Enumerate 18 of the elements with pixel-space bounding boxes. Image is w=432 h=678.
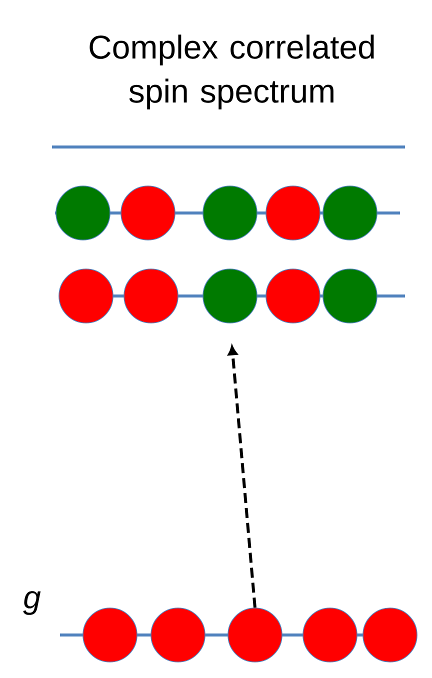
- spin-circle: [228, 608, 282, 662]
- spin-circle: [56, 186, 110, 240]
- spin-circle: [322, 186, 378, 240]
- spin-circle: [202, 268, 258, 324]
- spin-circle: [266, 186, 320, 240]
- spin-circle: [150, 608, 206, 662]
- arrow: [228, 346, 256, 608]
- state-label: g: [23, 591, 41, 615]
- spin-circle: [322, 268, 378, 324]
- spin-circle: [302, 608, 358, 662]
- spin-circle: [120, 186, 176, 240]
- spin-circle: [82, 608, 138, 662]
- spin-circle: [266, 268, 320, 324]
- spin-circle: [362, 608, 418, 662]
- title: Complex correlated spin spectrum: [90, 34, 374, 110]
- spin-circle: [124, 268, 178, 324]
- spin-circle: [202, 186, 258, 240]
- spin-circle: [58, 268, 114, 324]
